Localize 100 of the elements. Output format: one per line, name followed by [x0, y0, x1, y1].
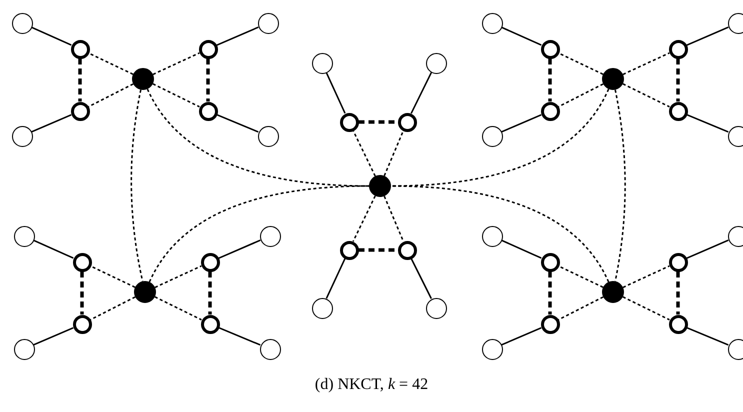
dotted-edge [352, 196, 376, 242]
dotted-edge [154, 265, 202, 288]
bold-vertex [70, 102, 90, 120]
edge [501, 114, 542, 133]
dotted-edge [622, 296, 670, 320]
dotted-edge [558, 83, 604, 108]
dotted-edge [148, 185, 370, 282]
dotted-edge [90, 296, 136, 320]
bold-vertex [540, 102, 560, 120]
bold-vertex [200, 252, 220, 272]
bold-vertex [200, 314, 220, 334]
thick-dashed-edge [80, 272, 84, 314]
filled-vertex [132, 68, 154, 90]
edge [218, 326, 261, 346]
edge [501, 240, 542, 259]
bold-vertex [668, 252, 688, 272]
bold-vertex [668, 102, 688, 120]
bold-vertex [198, 102, 218, 120]
dotted-edge [384, 196, 404, 242]
filled-vertex [602, 68, 624, 90]
bold-vertex [340, 240, 358, 260]
vertex [258, 12, 278, 34]
vertex [728, 126, 743, 146]
bold-vertex [198, 40, 218, 58]
vertex [14, 226, 34, 246]
edge [410, 258, 432, 299]
vertex [312, 52, 332, 74]
dotted-edge [152, 83, 200, 108]
vertex [482, 226, 502, 246]
dotted-edge [90, 265, 136, 288]
bold-vertex [668, 40, 688, 58]
thick-dashed-edge [78, 58, 82, 102]
bold-vertex [70, 40, 90, 58]
edge [31, 114, 72, 133]
vertex [260, 338, 280, 360]
edge [216, 114, 259, 133]
vertex [260, 226, 280, 246]
bold-vertex [398, 240, 416, 260]
dotted-edge [384, 130, 404, 176]
dotted-edge [622, 83, 670, 108]
dotted-edge [146, 88, 370, 187]
vertex [482, 126, 502, 146]
edge [686, 326, 729, 346]
dotted-edge [558, 296, 604, 320]
vertex [426, 298, 446, 318]
bold-vertex [340, 112, 358, 132]
bold-vertex [668, 314, 688, 334]
filled-vertex [602, 281, 624, 303]
edge [33, 327, 74, 346]
dotted-edge [88, 83, 134, 108]
thick-dashed-edge [676, 272, 680, 314]
vertex [482, 338, 502, 360]
filled-vertex [134, 281, 156, 303]
vertex [728, 12, 743, 34]
thick-dashed-edge [358, 120, 398, 124]
dotted-edge [390, 88, 610, 187]
dotted-edge [558, 52, 604, 75]
bold-vertex [398, 112, 416, 132]
edge [31, 26, 72, 46]
dotted-edge [154, 296, 202, 320]
thick-dashed-edge [676, 58, 680, 102]
thick-dashed-edge [206, 58, 210, 102]
edge [686, 114, 729, 133]
edge [686, 239, 729, 259]
bold-vertex [540, 252, 560, 272]
vertex [426, 52, 446, 74]
vertex [312, 298, 332, 318]
bold-vertex [72, 314, 92, 334]
vertex [728, 226, 743, 246]
dotted-edge [390, 185, 610, 282]
edge [326, 72, 346, 114]
bold-vertex [540, 40, 560, 58]
edge [686, 26, 729, 46]
dotted-edge [88, 52, 134, 75]
dotted-edge [622, 265, 670, 288]
edge [216, 26, 259, 46]
vertex [12, 12, 32, 34]
vertex [12, 126, 32, 146]
edge [410, 72, 432, 114]
vertex [728, 338, 743, 360]
vertex [14, 338, 34, 360]
dotted-edge [622, 52, 670, 76]
edge [501, 26, 542, 46]
caption: (d) NKCT, k = 42 [314, 376, 428, 393]
vertex [482, 12, 502, 34]
thick-dashed-edge [358, 248, 398, 252]
filled-vertex [369, 175, 391, 197]
dotted-edge [130, 90, 144, 282]
edge [218, 239, 261, 259]
edge [33, 240, 74, 259]
thick-dashed-edge [208, 272, 212, 314]
edge [501, 327, 542, 346]
bold-vertex [72, 252, 92, 272]
dotted-edge [614, 90, 626, 282]
vertex [258, 126, 278, 146]
thick-dashed-edge [548, 58, 552, 102]
dotted-edge [558, 265, 604, 288]
dotted-edge [152, 52, 200, 76]
thick-dashed-edge [548, 272, 552, 314]
edge [326, 258, 346, 299]
